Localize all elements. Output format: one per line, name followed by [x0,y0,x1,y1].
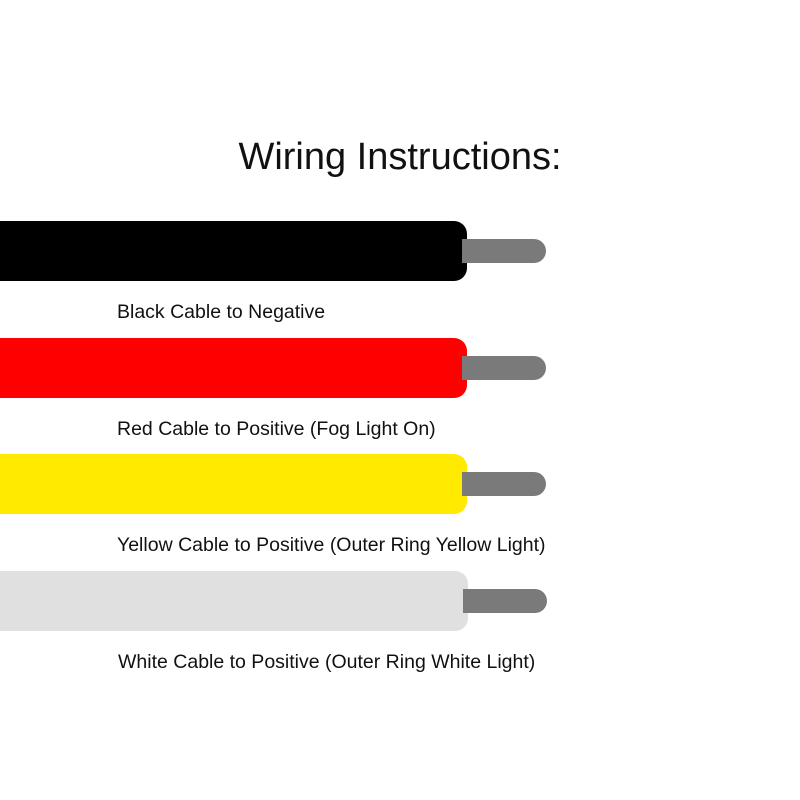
cable-red-conductor [462,356,546,380]
cable-white: White Cable to Positive (Outer Ring Whit… [0,571,800,681]
cable-white-label: White Cable to Positive (Outer Ring Whit… [118,651,536,673]
cable-black-conductor [462,239,546,263]
cable-yellow-sheath [0,454,467,514]
page-title: Wiring Instructions: [238,136,562,178]
cable-yellow: Yellow Cable to Positive (Outer Ring Yel… [0,454,800,564]
cable-black: Black Cable to Negative [0,221,800,331]
cable-yellow-label: Yellow Cable to Positive (Outer Ring Yel… [117,534,546,556]
cable-red: Red Cable to Positive (Fog Light On) [0,338,800,448]
cable-black-label: Black Cable to Negative [117,301,326,323]
cable-white-conductor [463,589,547,613]
cable-black-sheath [0,221,467,281]
cable-white-sheath [0,571,468,631]
cable-red-label: Red Cable to Positive (Fog Light On) [117,418,436,440]
cable-yellow-conductor [462,472,546,496]
cable-red-sheath [0,338,467,398]
